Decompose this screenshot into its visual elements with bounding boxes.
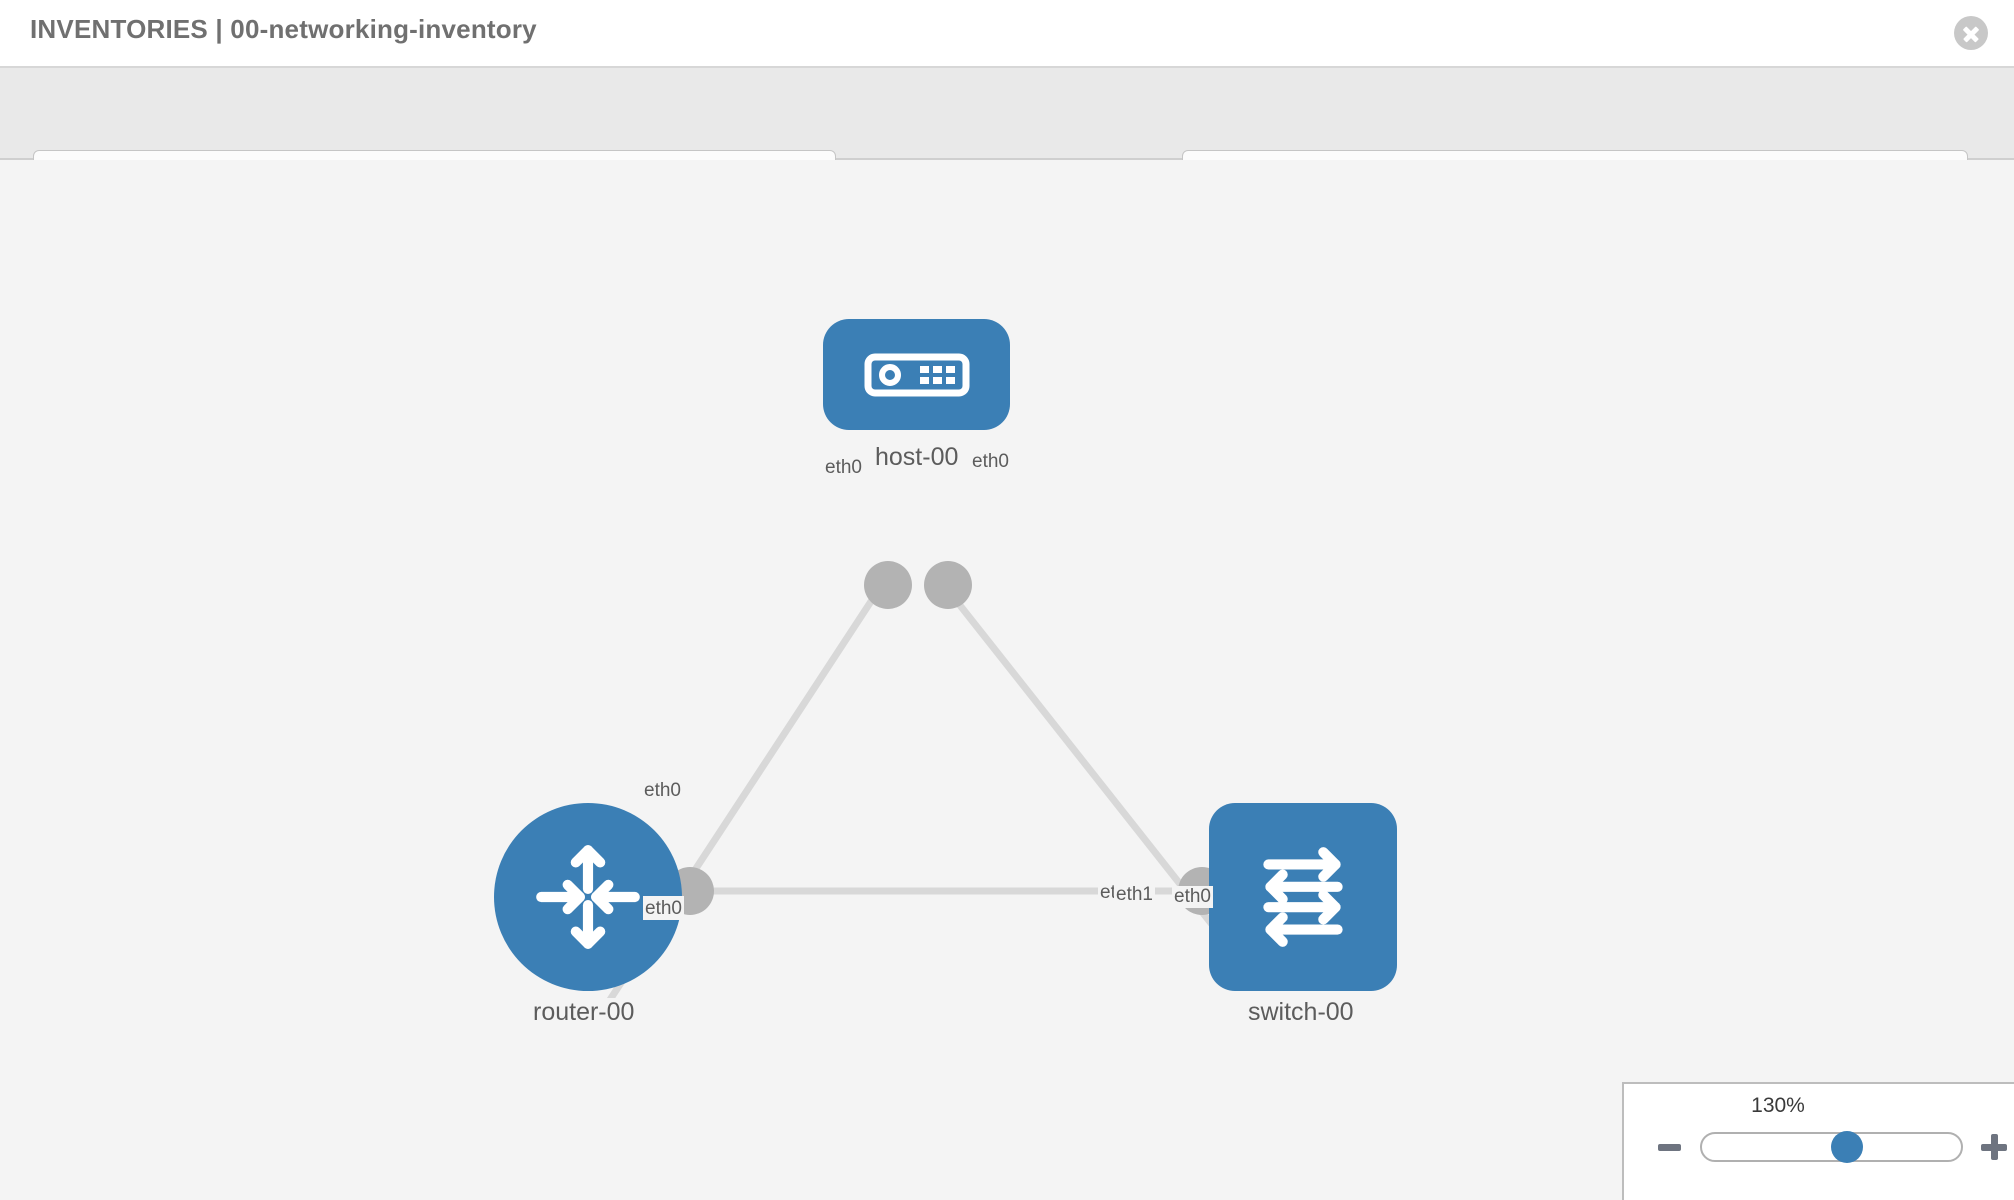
- edge-label-host-right: eth0: [970, 451, 1011, 473]
- zoom-slider-thumb[interactable]: [1831, 1131, 1863, 1163]
- node-label-host-00: host-00: [872, 443, 962, 472]
- node-label-switch-00: switch-00: [1245, 998, 1357, 1027]
- close-icon[interactable]: [1954, 16, 1988, 50]
- connector-host-left: [864, 561, 912, 609]
- edge-label-switch-up: eth0: [1172, 886, 1213, 908]
- edge-label-router-uplink: eth0: [642, 780, 683, 802]
- topology-links: [595, 561, 1257, 1020]
- router-arrows-icon: [536, 845, 640, 949]
- zoom-control-panel: 130%: [1622, 1082, 2014, 1200]
- page-title: INVENTORIES | 00-networking-inventory: [30, 14, 537, 44]
- connector-host-right: [924, 561, 972, 609]
- toolbar: ACTIONS SEARCH: [0, 68, 2014, 200]
- switch-arrows-icon: [1263, 847, 1343, 947]
- minus-icon[interactable]: [1658, 1144, 1681, 1151]
- page-header: INVENTORIES | 00-networking-inventory: [0, 0, 2014, 68]
- server-appliance-icon: [864, 353, 969, 396]
- edge-label-switch-left: eth1: [1114, 884, 1155, 906]
- zoom-level-label: 130%: [1751, 1094, 1805, 1117]
- zoom-slider[interactable]: [1700, 1131, 1963, 1163]
- plus-icon[interactable]: [1981, 1134, 2007, 1160]
- edge-label-router-up: eth0: [643, 898, 684, 920]
- edge-label-host-left: eth0: [823, 457, 864, 479]
- topology-canvas[interactable]: host-00 eth0 eth0: [0, 160, 2014, 1200]
- node-switch-00[interactable]: [1209, 803, 1397, 991]
- node-host-00[interactable]: [823, 319, 1010, 430]
- node-label-router-00: router-00: [530, 998, 638, 1027]
